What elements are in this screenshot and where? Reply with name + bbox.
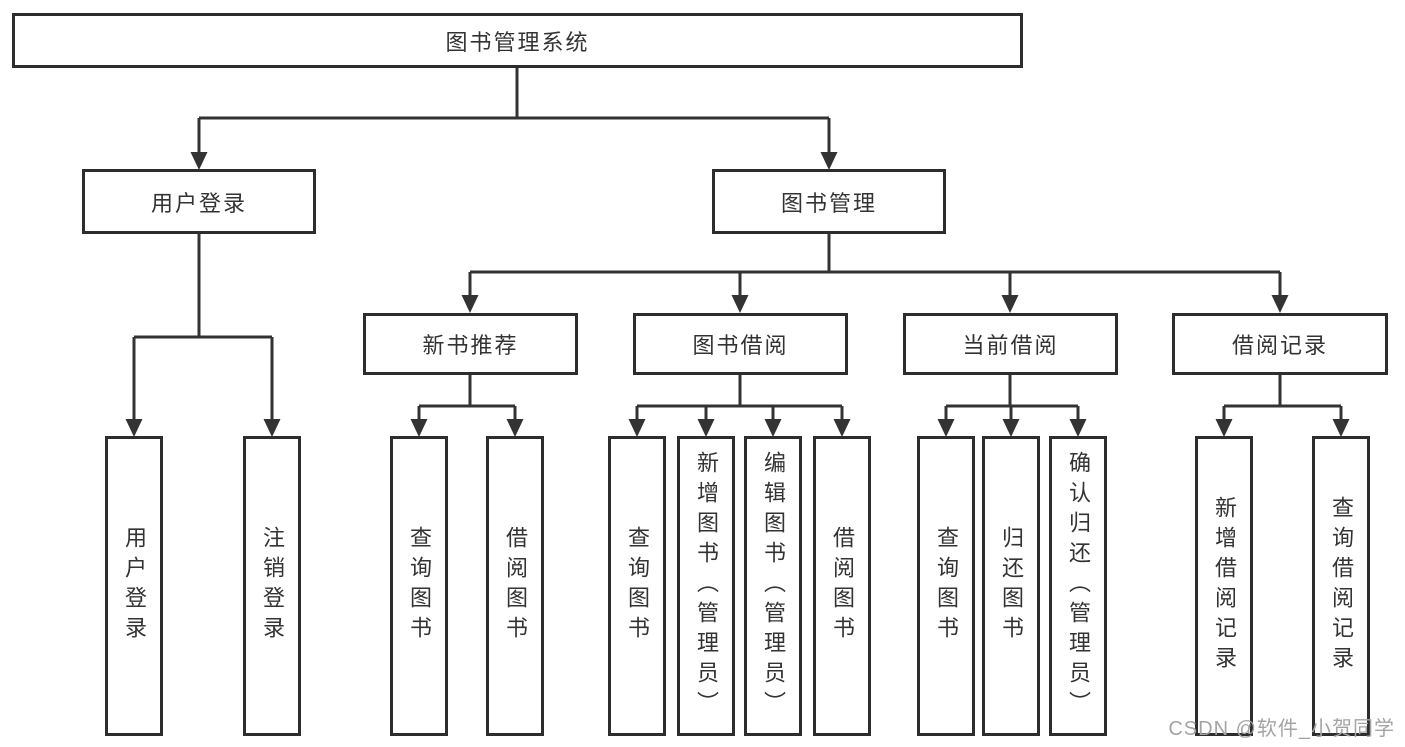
leaf-query-borrow-record: 查询借阅记录	[1312, 436, 1370, 736]
leaf-query-books-recommend: 查询图书	[390, 436, 448, 736]
leaf-label: 查询图书	[934, 526, 959, 646]
node-label: 图书借阅	[692, 333, 789, 358]
csdn-watermark: CSDN @软件_小贺同学	[1168, 718, 1395, 740]
leaf-query-books-current: 查询图书	[917, 436, 975, 736]
leaf-edit-books-admin: 编辑图书（管理员）	[744, 436, 802, 736]
leaf-add-books-admin: 新增图书（管理员）	[677, 436, 735, 736]
node-book-management-branch: 图书管理	[712, 169, 946, 234]
leaf-label: 新增图书（管理员）	[694, 451, 719, 721]
node-user-login-branch: 用户登录	[82, 169, 316, 234]
leaf-query-books-borrow: 查询图书	[608, 436, 666, 736]
node-library-management-system: 图书管理系统	[12, 13, 1023, 68]
leaf-borrow-books-recommend: 借阅图书	[486, 436, 544, 736]
leaf-label: 用户登录	[122, 526, 147, 646]
leaf-label: 借阅图书	[830, 526, 855, 646]
node-label: 当前借阅	[962, 333, 1059, 358]
leaf-user-login: 用户登录	[105, 436, 163, 736]
leaf-label: 查询图书	[625, 526, 650, 646]
leaf-label: 借阅图书	[503, 526, 528, 646]
node-label: 新书推荐	[422, 333, 519, 358]
leaf-logout: 注销登录	[243, 436, 301, 736]
node-label: 用户登录	[150, 190, 247, 216]
node-borrowing-records: 借阅记录	[1172, 313, 1388, 375]
leaf-label: 新增借阅记录	[1212, 496, 1237, 676]
leaf-label: 注销登录	[260, 526, 285, 646]
node-label: 借阅记录	[1231, 333, 1328, 358]
connector-edges	[132, 68, 1343, 422]
node-current-borrowing: 当前借阅	[903, 313, 1118, 375]
leaf-add-borrow-record: 新增借阅记录	[1195, 436, 1253, 736]
leaf-label: 查询借阅记录	[1329, 496, 1354, 676]
node-new-book-recommendation: 新书推荐	[363, 313, 578, 375]
leaf-label: 编辑图书（管理员）	[761, 451, 786, 721]
node-label: 图书管理	[780, 190, 877, 216]
leaf-label: 确认归还（管理员）	[1066, 451, 1091, 721]
leaf-label: 查询图书	[407, 526, 432, 646]
leaf-borrow-books: 借阅图书	[813, 436, 871, 736]
node-book-borrowing: 图书借阅	[633, 313, 848, 375]
leaf-return-books: 归还图书	[982, 436, 1040, 736]
leaf-label: 归还图书	[999, 526, 1024, 646]
leaf-confirm-return-admin: 确认归还（管理员）	[1049, 436, 1107, 736]
node-label: 图书管理系统	[445, 29, 590, 55]
